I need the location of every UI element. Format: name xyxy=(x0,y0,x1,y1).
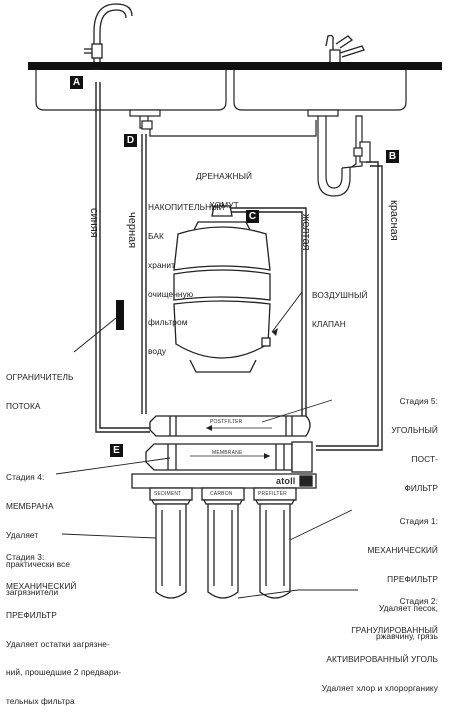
tank-desc-1: хранит xyxy=(148,259,175,270)
membrane-housing-label: MEMBRANE xyxy=(212,450,243,456)
marker-a: A xyxy=(70,76,83,89)
stage3-label: Стадия 3: МЕХАНИЧЕСКИЙ ПРЕФИЛЬТР Удаляет… xyxy=(6,534,121,716)
carbon-label: CARBON xyxy=(210,491,233,497)
postfilter-housing-label: POSTFILTER xyxy=(210,419,243,425)
sediment-label: SEDIMENT xyxy=(154,491,182,497)
stage4-desc-3: загрязнители xyxy=(6,587,59,598)
tank-label: НАКОПИТЕЛЬНЫЙ БАК хранит очищенную фильт… xyxy=(148,184,225,366)
stage3-desc-1: Удаляет остатки загрязне- xyxy=(6,638,110,649)
stage2-label: Стадия 2: ГРАНУЛИРОВАННЫЙ АКТИВИРОВАННЫЙ… xyxy=(322,578,438,703)
tube-blue-label: синяя xyxy=(88,208,100,238)
tank-line-1: НАКОПИТЕЛЬНЫЙ xyxy=(148,202,225,213)
tube-red-label: красная xyxy=(388,200,400,241)
tube-black-label: черная xyxy=(126,212,138,249)
stage2-name-1: ГРАНУЛИРОВАННЫЙ xyxy=(351,624,438,635)
stage4-number: Стадия 4: xyxy=(6,472,45,483)
stage3-name-2: ПРЕФИЛЬТР xyxy=(6,609,57,620)
stage5-name-3: ФИЛЬТР xyxy=(404,482,438,493)
air-valve-line-1: ВОЗДУШНЫЙ xyxy=(312,290,368,301)
stage4-label: Стадия 4: МЕМБРАНА Удаляет практически в… xyxy=(6,454,70,608)
tube-yellow-label: желтая xyxy=(300,214,312,251)
stage2-desc: Удаляет хлор и хлорорганику xyxy=(321,682,438,693)
sink-basins xyxy=(35,70,407,117)
storage-tank xyxy=(173,205,271,373)
stage3-name-1: МЕХАНИЧЕСКИЙ xyxy=(6,580,77,591)
drain-clamp-label: ДРЕНАЖНЫЙ ХОМУТ xyxy=(196,153,252,220)
tank-line-2: БАК xyxy=(148,230,164,241)
countertop xyxy=(28,62,442,70)
drain-pipes xyxy=(139,115,363,197)
stage4-name: МЕМБРАНА xyxy=(6,500,54,511)
stage3-desc-2: ний, прошедшие 2 предвари- xyxy=(6,667,122,678)
stage5-label: Стадия 5: УГОЛЬНЫЙ ПОСТ- ФИЛЬТР xyxy=(391,378,438,503)
sink-faucet xyxy=(325,34,365,62)
postfilter-housing xyxy=(149,415,311,437)
flow-restrictor-line-1: ОГРАНИЧИТЕЛЬ xyxy=(6,372,74,383)
stage1-name-1: МЕХАНИЧЕСКИЙ xyxy=(367,544,438,555)
tank-desc-3: фильтром xyxy=(148,317,188,328)
tank-desc-4: воду xyxy=(148,346,167,357)
stage1-name-2: ПРЕФИЛЬТР xyxy=(387,573,438,584)
stage3-number: Стадия 3: xyxy=(6,552,45,563)
marker-d: D xyxy=(124,134,137,147)
stage5-name-1: УГОЛЬНЫЙ xyxy=(391,424,438,435)
flow-restrictor-label: ОГРАНИЧИТЕЛЬ ПОТОКА xyxy=(6,354,74,421)
marker-e: E xyxy=(110,444,123,457)
prefilter-housings xyxy=(149,487,297,599)
tank-desc-2: очищенную xyxy=(148,288,194,299)
stage2-number: Стадия 2: xyxy=(399,596,438,607)
stage4-desc-1: Удаляет xyxy=(6,529,39,540)
stage-pointers xyxy=(55,399,358,599)
stage5-name-2: ПОСТ- xyxy=(411,453,438,464)
stage4-desc-2: практически все xyxy=(6,558,71,569)
flow-restrictor xyxy=(116,300,124,330)
prefilter-label: PREFILTER xyxy=(258,491,287,497)
stage5-number: Стадия 5: xyxy=(399,396,438,407)
stage1-desc-1: Удаляет песок, xyxy=(378,602,438,613)
stage3-desc-3: тельных фильтра xyxy=(6,696,75,707)
marker-c: C xyxy=(246,210,259,223)
flow-restrictor-line-2: ПОТОКА xyxy=(6,400,41,411)
air-valve-line-2: КЛАПАН xyxy=(312,318,346,329)
membrane-housing xyxy=(145,441,313,473)
air-valve-pointer xyxy=(271,291,303,333)
stage1-number: Стадия 1: xyxy=(399,516,438,527)
marker-b: B xyxy=(386,150,399,163)
brand-logo: atoll xyxy=(276,476,296,486)
prefilter-manifold xyxy=(131,473,317,489)
stage2-name-2: АКТИВИРОВАННЫЙ УГОЛЬ xyxy=(326,653,438,664)
air-valve-label: ВОЗДУШНЫЙ КЛАПАН xyxy=(312,272,368,339)
drain-clamp-line-2: ХОМУТ xyxy=(209,199,239,210)
restrictor-pointer xyxy=(73,317,117,353)
supply-valve xyxy=(353,141,371,163)
drain-clamp-line-1: ДРЕНАЖНЫЙ xyxy=(196,171,253,182)
ro-system-diagram xyxy=(28,3,442,599)
